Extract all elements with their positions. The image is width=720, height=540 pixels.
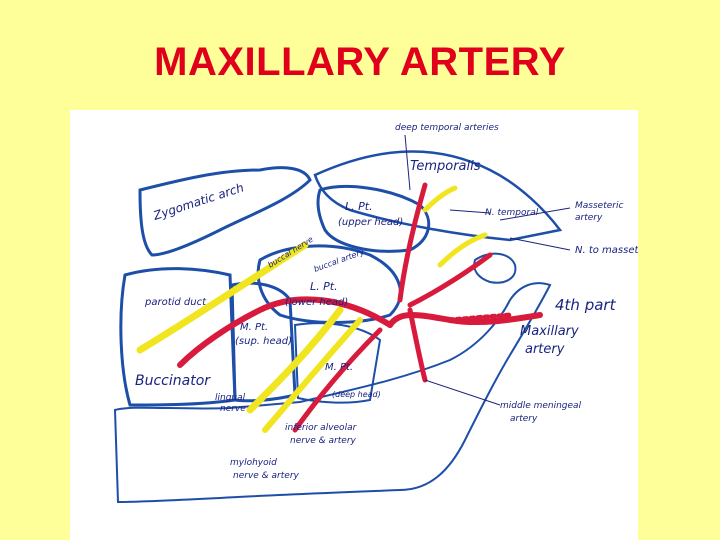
label-masseteric-artery-2: artery [575,213,603,223]
pointer-n-masseter [510,238,570,250]
label-m-pt-sup-2: (sup. head) [235,336,292,347]
label-masseteric-artery-1: Masseteric [575,201,623,211]
label-m-pt-deep-2: (deep head) [332,390,381,399]
label-middle-meningeal-1: middle meningeal [500,401,582,411]
condyle-outline [474,254,515,283]
label-maxillary-artery-1: Maxillary [520,324,579,339]
middle-meningeal-artery [410,310,425,380]
label-m-pt-sup-1: M. Pt. [240,322,268,333]
label-l-pt-lower-1: L. Pt. [310,280,338,293]
label-parotid-duct: parotid duct [144,297,207,308]
label-deep-temporal-arteries: deep temporal arteries [395,123,499,133]
label-zygomatic-arch: Zygomatic arch [151,180,246,223]
label-mylohyoid-1: mylohyoid [230,458,277,468]
nerves [140,188,485,430]
pointer-n-temporal [450,210,490,213]
label-inferior-alveolar-1: inferior alveolar [285,423,358,433]
label-buccinator: Buccinator [135,373,211,389]
label-n-temporal: N. temporal [485,208,539,218]
anatomy-diagram: deep temporal arteries Temporalis Zygoma… [70,110,638,540]
label-l-pt-upper-2: (upper head) [338,217,403,228]
label-n-masseter: N. to masseter [575,245,638,256]
label-middle-meningeal-2: artery [510,414,538,424]
temporal-nerve [425,188,455,210]
label-fourth-part: 4th part [555,296,617,314]
label-l-pt-lower-2: (lower head) [285,297,348,308]
label-inferior-alveolar-2: nerve & artery [290,436,357,446]
label-temporalis: Temporalis [410,159,481,174]
anatomy-drawing: deep temporal arteries Temporalis Zygoma… [70,110,638,540]
label-lingual-nerve-2: nerve [220,404,246,414]
nerve-to-masseter [440,235,485,265]
label-lingual-nerve-1: lingual [215,393,246,403]
masseteric-artery [410,255,490,305]
label-maxillary-artery-2: artery [525,342,565,357]
slide-title: MAXILLARY ARTERY [0,40,720,85]
label-l-pt-upper-1: L. Pt. [345,200,373,213]
label-mylohyoid-2: nerve & artery [233,471,300,481]
pointer-lines [405,135,570,405]
label-buccal-artery: buccal artery [313,247,366,274]
label-m-pt-deep-1: M. Pt. [325,362,353,373]
